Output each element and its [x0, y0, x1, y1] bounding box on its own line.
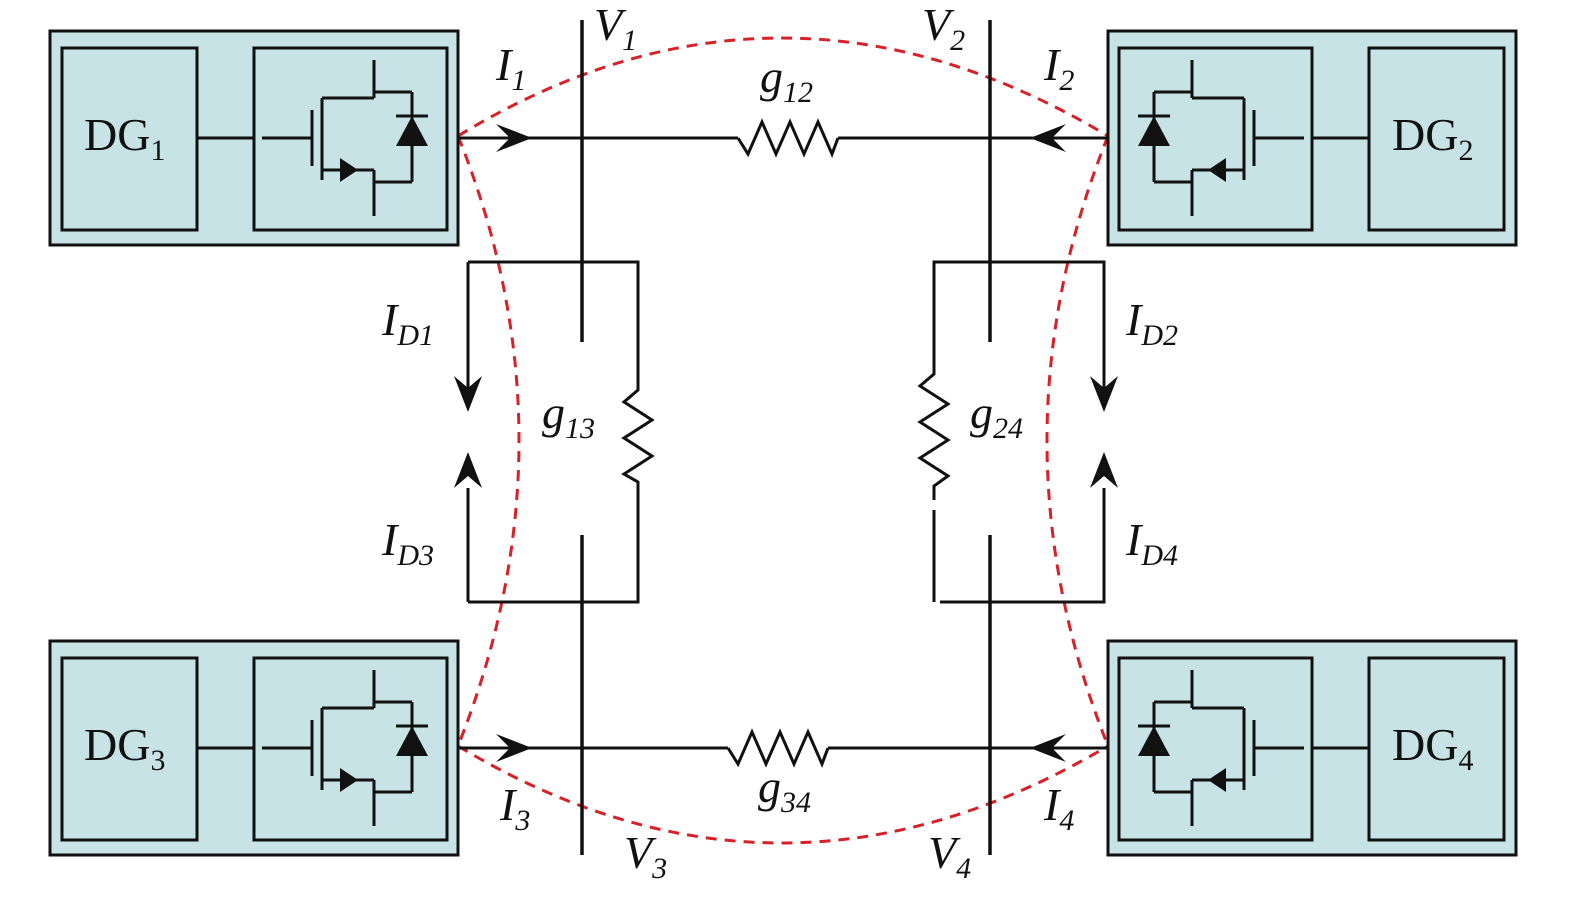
id1-arrow-icon — [454, 376, 482, 412]
label-i4: I4 — [1043, 779, 1074, 837]
dg2-unit: DG2 — [1106, 29, 1518, 247]
label-i2: I2 — [1043, 39, 1074, 97]
resistor-g24-icon — [917, 362, 951, 500]
label-g34: g34 — [758, 761, 811, 819]
label-v2: V2 — [922, 0, 965, 57]
line-2-4 — [917, 260, 1118, 604]
line-1-2 — [458, 118, 1108, 158]
comm-link-3-4 — [457, 744, 1109, 845]
label-v4: V4 — [928, 827, 971, 885]
label-id4: ID4 — [1125, 514, 1178, 572]
i4-arrow-icon — [1030, 734, 1066, 762]
id4-arrow-icon — [1090, 452, 1118, 488]
dg4-label: DG4 — [1392, 719, 1473, 777]
i1-arrow-icon — [496, 124, 532, 152]
communication-links — [456, 36, 1110, 845]
label-id3: ID3 — [381, 514, 434, 572]
label-id2: ID2 — [1125, 294, 1178, 352]
dg2-label: DG2 — [1392, 109, 1473, 167]
comm-link-1-2 — [457, 36, 1109, 138]
resistor-g34-icon — [726, 728, 830, 768]
label-g24: g24 — [970, 387, 1023, 445]
label-i3: I3 — [499, 779, 530, 837]
line-1-3 — [454, 260, 655, 604]
comm-link-2-4 — [1045, 135, 1110, 747]
label-v1: V1 — [594, 0, 637, 57]
label-g12: g12 — [760, 51, 813, 109]
dg1-unit: DG1 — [48, 29, 460, 247]
comm-link-1-3 — [456, 135, 521, 747]
dg1-label: DG1 — [84, 109, 165, 167]
dg4-unit: DG4 — [1106, 639, 1518, 857]
label-g13: g13 — [542, 387, 595, 445]
resistor-g13-icon — [621, 382, 655, 500]
i2-arrow-icon — [1030, 124, 1066, 152]
line-3-4 — [458, 728, 1108, 768]
label-v3: V3 — [624, 827, 667, 885]
label-i1: I1 — [495, 39, 526, 97]
id3-arrow-icon — [454, 452, 482, 488]
id2-arrow-icon — [1090, 376, 1118, 412]
buses — [580, 20, 992, 855]
i3-arrow-icon — [496, 734, 532, 762]
dg3-unit: DG3 — [48, 639, 460, 857]
resistor-g12-icon — [736, 118, 840, 158]
label-id1: ID1 — [381, 294, 434, 352]
dg3-label: DG3 — [84, 719, 165, 777]
